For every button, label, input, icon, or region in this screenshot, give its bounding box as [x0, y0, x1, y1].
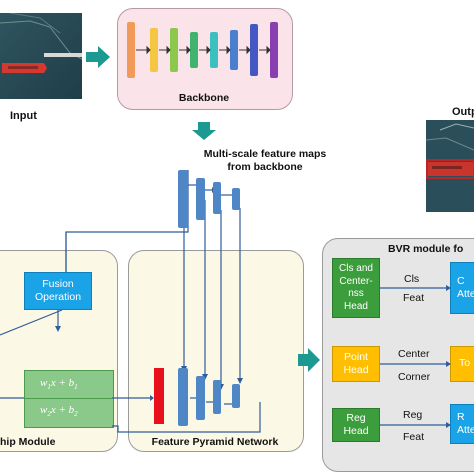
fpn-to-bvr-arrow — [298, 348, 320, 372]
input-image — [0, 13, 82, 99]
point-head: Point Head — [332, 346, 380, 382]
relationship-module-label: hip Module — [0, 436, 56, 448]
output-image — [426, 120, 474, 212]
fpn-feature-map-2 — [196, 376, 205, 420]
backbone-feature-map-4 — [232, 188, 240, 210]
backbone-layer — [210, 32, 218, 68]
edge-label-corner: Corner — [398, 371, 431, 383]
formula-2: w2x + b2 — [40, 404, 78, 419]
fpn-label: Feature Pyramid Network — [151, 436, 279, 448]
input-to-backbone-arrow — [86, 46, 110, 68]
backbone-layer — [190, 32, 198, 68]
backbone-layer — [230, 30, 238, 70]
backbone-feature-map-1 — [178, 170, 188, 228]
backbone-layer — [150, 28, 158, 72]
input-label: Input — [10, 110, 37, 122]
reg-attention-box: R Atte — [450, 404, 474, 444]
backbone-layer — [270, 22, 278, 78]
backbone-feature-map-2 — [196, 178, 205, 220]
weighted-sum-divider — [24, 398, 112, 399]
edge-label-cls: Cls — [404, 273, 420, 285]
fpn-feature-map-4 — [232, 384, 240, 408]
center-attention-box: To — [450, 346, 474, 382]
backbone-layers — [127, 22, 278, 78]
edge-label-reg: Reg — [403, 409, 423, 421]
multiscale-label-1: Multi-scale feature maps — [203, 148, 327, 160]
backbone-layer — [127, 22, 135, 78]
cls-centerness-head: Cls and Center- nss Head — [332, 258, 380, 318]
backbone-panel — [117, 8, 293, 110]
edge-label-center: Center — [398, 348, 430, 360]
reg-head: Reg Head — [332, 408, 380, 442]
fpn-red-bar — [154, 368, 164, 424]
edge-label-feat-1: Feat — [403, 292, 425, 304]
multiscale-label-2: from backbone — [227, 161, 303, 173]
bvr-module-label: BVR module fo — [388, 243, 464, 255]
fpn-feature-map-3 — [213, 380, 221, 414]
edge-label-feat-2: Feat — [403, 431, 425, 443]
fpn-feature-map-1 — [178, 368, 188, 426]
fusion-operation-box: Fusion Operation — [24, 272, 92, 310]
backbone-label: Backbone — [178, 92, 230, 104]
backbone-layer — [250, 24, 258, 76]
formula-1: w1x + b1 — [40, 377, 78, 392]
backbone-feature-map-3 — [213, 182, 221, 214]
fpn-panel — [128, 250, 304, 452]
output-label: Outp — [452, 106, 474, 118]
backbone-down-arrow — [192, 122, 216, 140]
backbone-layer — [170, 28, 178, 72]
weighted-sum-box — [24, 370, 114, 428]
